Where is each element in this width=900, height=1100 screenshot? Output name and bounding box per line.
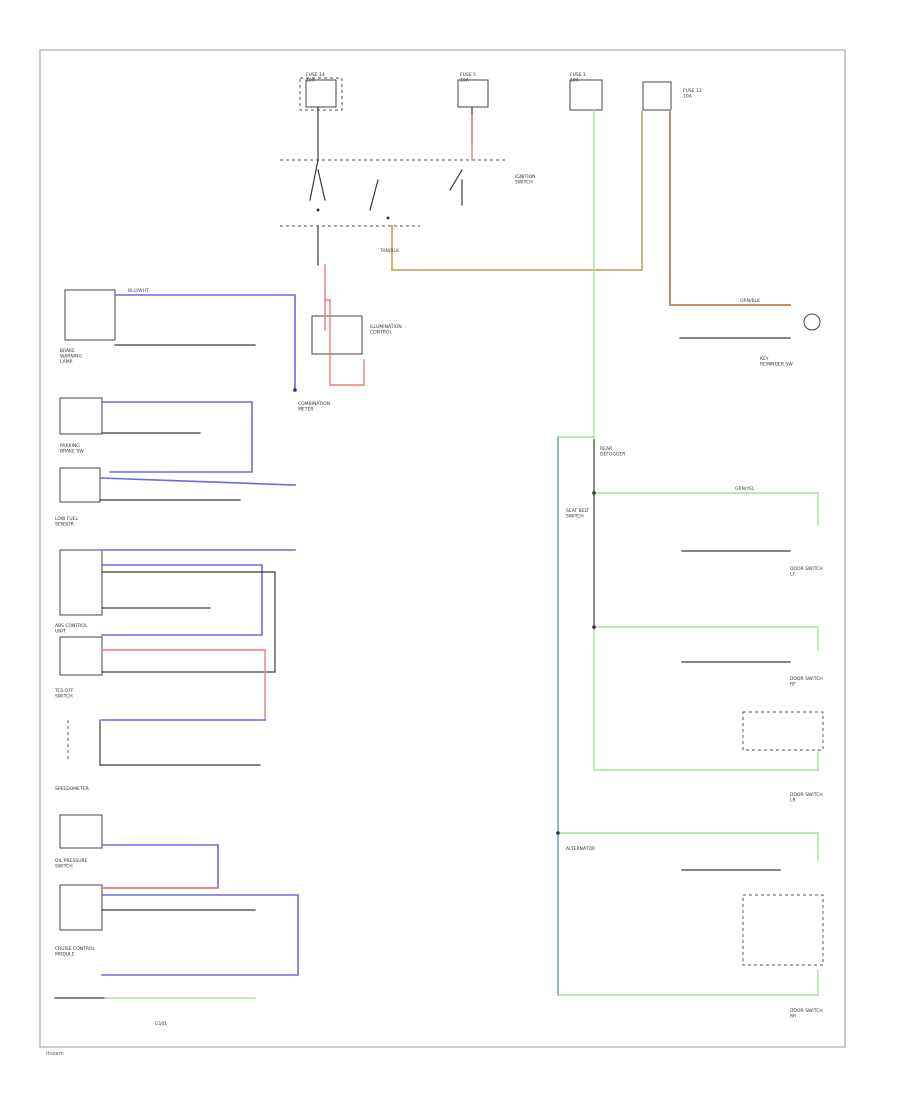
alternator-label: ALTERNATOR — [566, 846, 595, 852]
wire-green-label-1: GRN/YEL — [735, 486, 755, 492]
speedometer: SPEEDOMETER — [55, 719, 261, 792]
wire-orange-label: ORN/BLK — [740, 298, 761, 304]
diagram-frame — [39, 49, 846, 1048]
ground-left-label: G101 — [155, 1021, 167, 1027]
junction-dots — [293, 388, 596, 835]
ignition-contacts — [309, 159, 463, 220]
wire-tan-label: TAN/BLK — [379, 248, 400, 254]
wire-tan — [391, 111, 643, 271]
speedometer-label: SPEEDOMETER — [55, 786, 89, 792]
wire-orange — [669, 109, 791, 306]
ground-row-left: G101 — [54, 997, 256, 1027]
wire-blue-label-1: BLU/WHT — [128, 288, 149, 294]
figure-id: rtsoam — [46, 1051, 64, 1057]
